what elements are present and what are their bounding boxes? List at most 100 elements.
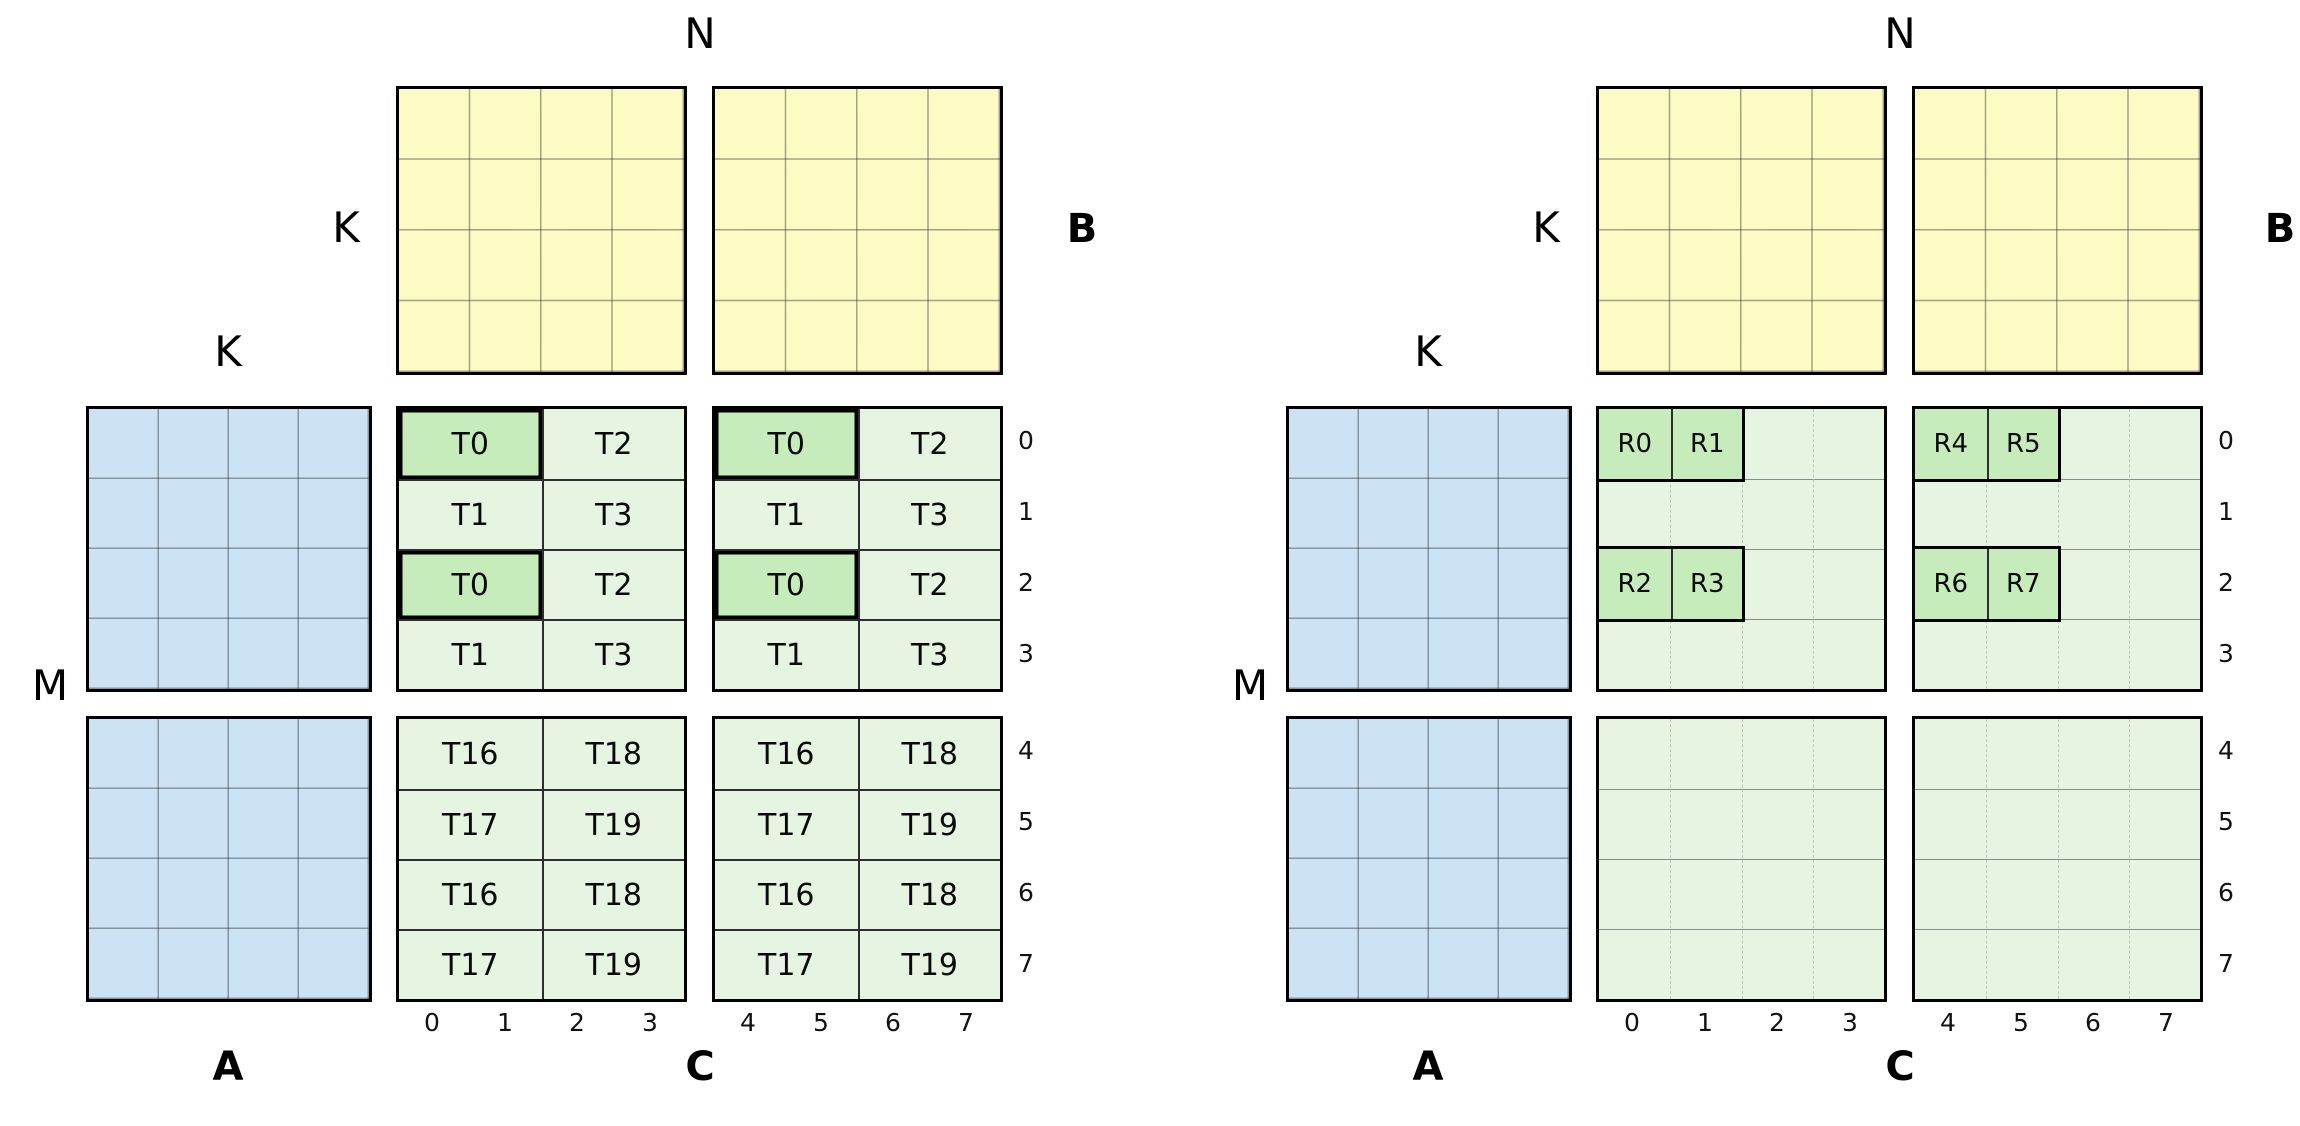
c-tile: T19 [857, 789, 1000, 859]
c-tile-highlighted: T0 [399, 549, 542, 619]
col-index: 5 [2013, 1008, 2029, 1037]
c-quadrant-bottom-right: T16 T18 T17 T19 T16 T18 T17 T19 [712, 716, 1003, 1002]
c-tile: T18 [857, 719, 1001, 789]
c-tile: T2 [541, 409, 685, 479]
label-c: C [685, 1044, 715, 1090]
col-line [2057, 719, 2059, 999]
col-index: 3 [642, 1008, 658, 1037]
row-index: 7 [1018, 949, 1034, 978]
col-line [2128, 719, 2130, 999]
col-index: 7 [958, 1008, 974, 1037]
c-tile: T16 [442, 736, 499, 772]
col-index: 4 [1940, 1008, 1956, 1037]
c-quadrant-top-left: T0 T2 T1 T3 T0 T2 T1 T3 [396, 406, 687, 692]
label-k-a: K [1414, 327, 1442, 376]
col-line [1741, 719, 1743, 999]
c-quadrant-bottom-left [1596, 716, 1887, 1002]
label-c: C [1885, 1044, 1915, 1090]
c-tile: T17 [399, 789, 542, 859]
register-group: R0 R1 [1596, 406, 1745, 482]
c-tile: T2 [857, 549, 1000, 619]
c-tile: T17 [399, 929, 542, 999]
col-index: 2 [569, 1008, 585, 1037]
row-index: 1 [1018, 497, 1034, 526]
c-tile: T2 [541, 549, 684, 619]
col-line [1986, 719, 1988, 999]
matrix-b-block-right [712, 86, 1003, 375]
c-tile: T16 [715, 859, 858, 929]
col-index: 6 [885, 1008, 901, 1037]
row-index: 3 [2218, 639, 2234, 668]
col-index: 4 [740, 1008, 756, 1037]
row-index: 6 [2218, 878, 2234, 907]
row-index: 4 [2218, 736, 2234, 765]
col-index: 5 [813, 1008, 829, 1037]
register-cell: R7 [1986, 549, 2059, 619]
matrix-a-block-top [1286, 406, 1572, 692]
c-quadrant-bottom-right [1912, 716, 2203, 1002]
c-tile: T2 [857, 409, 1001, 479]
c-tile: T1 [399, 479, 542, 549]
register-group: R2 R3 [1596, 546, 1745, 622]
label-n: N [1884, 9, 1916, 58]
label-b: B [2264, 206, 2296, 252]
register-cell: R2 [1617, 569, 1653, 599]
c-tile: T19 [541, 929, 684, 999]
col-index: 6 [2085, 1008, 2101, 1037]
label-b: B [1066, 206, 1098, 252]
row-index: 0 [1018, 426, 1034, 455]
matrix-a-block-bottom [86, 716, 372, 1002]
col-index: 7 [2158, 1008, 2174, 1037]
col-line [2128, 409, 2130, 689]
register-cell: R6 [1933, 569, 1969, 599]
register-cell: R0 [1617, 429, 1653, 459]
c-tile-highlighted: T0 [715, 549, 858, 619]
c-tile: T1 [715, 619, 858, 689]
c-tile: T16 [758, 736, 815, 772]
label-m: M [1231, 661, 1269, 710]
row-index: 7 [2218, 949, 2234, 978]
c-tile: T18 [857, 859, 1000, 929]
c-tile: T3 [541, 619, 684, 689]
label-k-b: K [1532, 203, 1560, 252]
row-index: 4 [1018, 736, 1034, 765]
label-k-a: K [214, 327, 242, 376]
row-index: 5 [2218, 807, 2234, 836]
col-line [1812, 719, 1814, 999]
col-index: 1 [497, 1008, 513, 1037]
row-index: 6 [1018, 878, 1034, 907]
c-tile: T3 [857, 619, 1000, 689]
row-index: 2 [2218, 568, 2234, 597]
label-a: A [1412, 1044, 1444, 1090]
c-tile: T3 [857, 479, 1000, 549]
diagram-register-tiles: N K B K M A C [1200, 0, 2300, 1126]
register-cell: R1 [1670, 409, 1743, 479]
label-a: A [212, 1044, 244, 1090]
c-tile: T18 [541, 719, 685, 789]
c-tile: T18 [541, 859, 684, 929]
col-index: 0 [424, 1008, 440, 1037]
c-tile: T16 [399, 859, 542, 929]
c-tile: T17 [715, 789, 858, 859]
row-index: 2 [1018, 568, 1034, 597]
c-quadrant-top-right: T0 T2 T1 T3 T0 T2 T1 T3 [712, 406, 1003, 692]
register-cell: R4 [1933, 429, 1969, 459]
row-index: 0 [2218, 426, 2234, 455]
register-cell: R5 [1986, 409, 2059, 479]
label-m: M [31, 661, 69, 710]
c-tile-highlighted: T0 [715, 409, 858, 479]
c-tile: T3 [541, 479, 684, 549]
col-index: 1 [1697, 1008, 1713, 1037]
col-index: 3 [1842, 1008, 1858, 1037]
label-k-b: K [332, 203, 360, 252]
c-tile-highlighted: T0 [399, 409, 542, 479]
c-quadrant-bottom-left: T16 T18 T17 T19 T16 T18 T17 T19 [396, 716, 687, 1002]
row-index: 3 [1018, 639, 1034, 668]
register-cell: R3 [1670, 549, 1743, 619]
c-tile: T1 [399, 619, 542, 689]
register-group: R4 R5 [1912, 406, 2061, 482]
c-tile: T19 [857, 929, 1000, 999]
matrix-b-block-left [1596, 86, 1887, 375]
c-tile: T19 [541, 789, 684, 859]
